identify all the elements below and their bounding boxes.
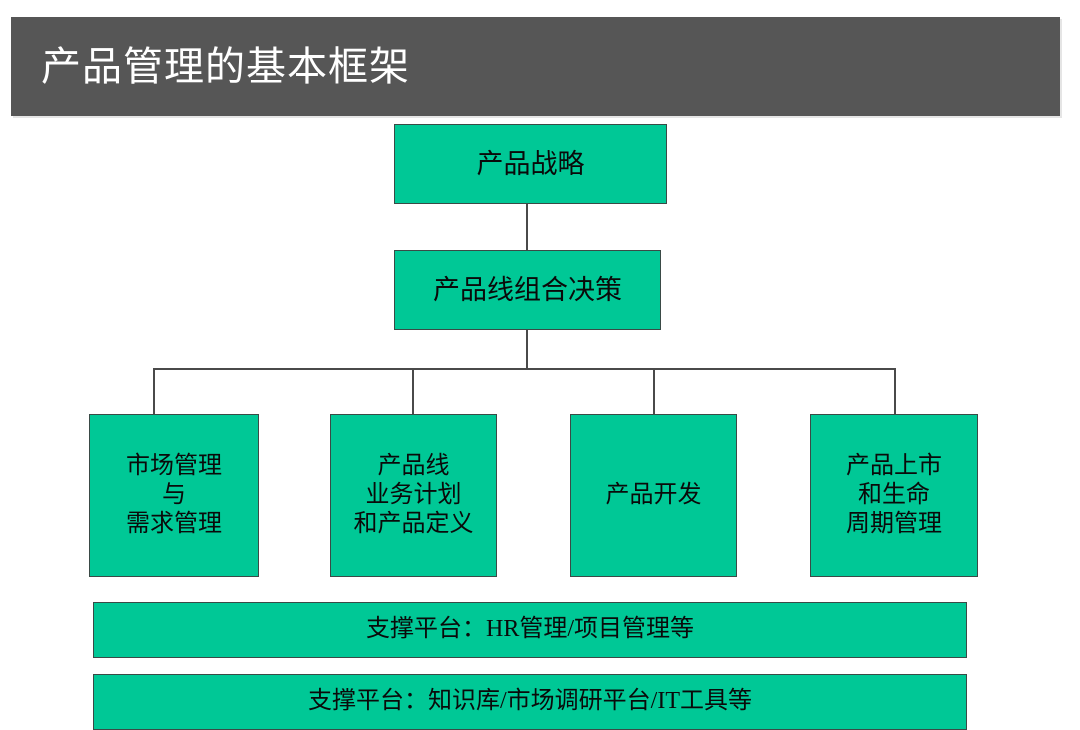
connector-strategy-to-portfolio [526, 204, 528, 251]
node-market-and-requirement-management[interactable]: 市场管理 与 需求管理 [89, 414, 259, 577]
connector-portfolio-to-bus [526, 330, 528, 369]
connector-drop-plan [412, 368, 414, 415]
node-support-platform-knowledge[interactable]: 支撑平台：知识库/市场调研平台/IT工具等 [93, 674, 967, 730]
connector-drop-launch [894, 368, 896, 415]
node-label: 产品上市 和生命 周期管理 [846, 452, 942, 538]
node-product-line-business-plan-and-definition[interactable]: 产品线 业务计划 和产品定义 [330, 414, 497, 577]
connector-horizontal-bus [153, 368, 895, 370]
connector-drop-market [153, 368, 155, 415]
node-label: 产品线 业务计划 和产品定义 [353, 452, 474, 538]
node-product-line-portfolio-decision[interactable]: 产品线组合决策 [394, 250, 661, 330]
node-label: 产品线组合决策 [433, 274, 622, 305]
node-label: 产品开发 [605, 481, 702, 508]
node-label: 产品战略 [476, 148, 585, 179]
node-product-strategy[interactable]: 产品战略 [394, 124, 667, 204]
node-support-platform-hr[interactable]: 支撑平台：HR管理/项目管理等 [93, 602, 967, 658]
page-title: 产品管理的基本框架 [41, 43, 410, 89]
node-label: 支撑平台：知识库/市场调研平台/IT工具等 [308, 688, 752, 715]
node-label: 市场管理 与 需求管理 [126, 452, 222, 538]
node-product-development[interactable]: 产品开发 [570, 414, 737, 577]
connector-drop-dev [653, 368, 655, 415]
title-banner: 产品管理的基本框架 [11, 17, 1060, 116]
node-label: 支撑平台：HR管理/项目管理等 [365, 616, 694, 643]
node-product-launch-and-lifecycle-management[interactable]: 产品上市 和生命 周期管理 [810, 414, 978, 577]
